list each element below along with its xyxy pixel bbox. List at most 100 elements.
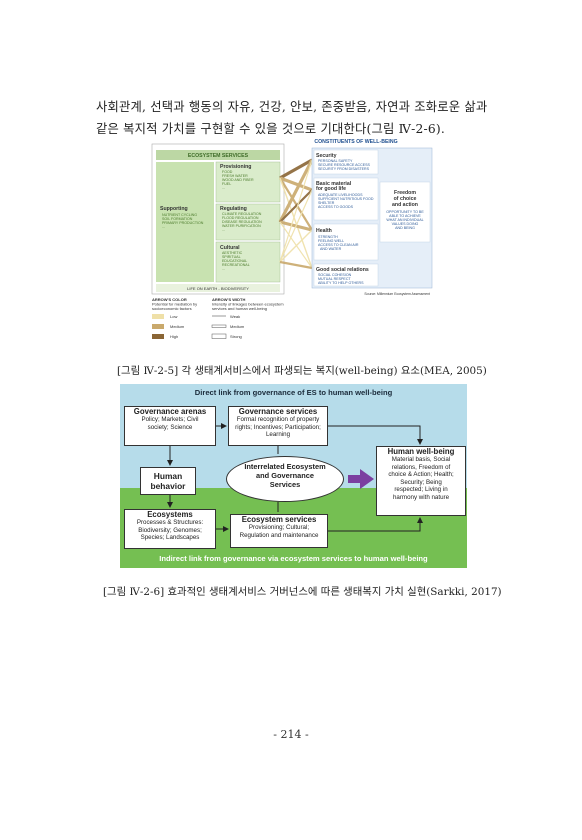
supporting-item: PRIMARY PRODUCTION (162, 221, 204, 225)
provisioning-title: Provisioning (220, 164, 251, 170)
cultural-item: RECREATIONAL (222, 263, 250, 267)
ecosystems-line: Processes & Structures: (136, 519, 204, 526)
security-item: SECURE RESOURCE ACCESS (318, 163, 371, 167)
social-item: MUTUAL RESPECT (318, 277, 351, 281)
basic-material-title: for good life (316, 186, 346, 192)
health-item: FEELING WELL (318, 239, 344, 243)
purple-arrow (348, 469, 374, 489)
cultural-title: Cultural (220, 245, 240, 251)
governance-services-box: Governance services Formal recognition o… (228, 406, 328, 446)
basic-material-item: SHELTER (318, 201, 335, 205)
governance-services-line: rights; Incentives; Participation; (235, 423, 321, 431)
freedom-title: and action (392, 202, 418, 208)
provisioning-item: FUEL (222, 182, 231, 186)
es-title: ECOSYSTEM SERVICES (188, 153, 249, 159)
ecosystem-services-title: Ecosystem services (241, 515, 317, 524)
legend-level: Medium (170, 324, 185, 329)
human-wellbeing-line: Security; Being (400, 478, 442, 486)
freedom-title: of choice (394, 196, 417, 202)
legend-swatch-medium (152, 324, 164, 329)
linkage-arrows (278, 158, 314, 270)
diagram-connectors (167, 423, 423, 532)
indirect-link-band: Indirect link from governance via ecosys… (159, 554, 428, 563)
health-item: STRENGTH (318, 235, 338, 239)
legend-width-strong (211, 333, 227, 339)
governance-services-line: Formal recognition of property (236, 416, 320, 423)
regulating-item: WATER PURIFICATION (222, 224, 261, 228)
ecosystem-services-box: Ecosystem services Provisioning; Cultura… (230, 514, 328, 548)
legend-color-title: ARROW'S COLOR (152, 297, 187, 302)
governance-arenas-box: Governance arenas Policy; Markets; Civil… (124, 406, 216, 446)
ecosystem-services-line: Provisioning; Cultural; (248, 524, 310, 531)
legend-swatch-high (152, 334, 164, 339)
body-paragraph: 사회관계, 선택과 행동의 자유, 건강, 안보, 존중받음, 자연과 조화로운… (96, 100, 488, 136)
social-item: ABILITY TO HELP OTHERS (318, 281, 364, 285)
direct-link-band: Direct link from governance of ES to hum… (194, 388, 393, 397)
regulating-item: CLIMATE REGULATION (222, 212, 262, 216)
figure-governance-diagram: Direct link from governance of ES to hum… (120, 384, 467, 568)
freedom-title: Freedom (394, 190, 416, 196)
life-on-earth: LIFE ON EARTH - BIODIVERSITY (187, 286, 249, 291)
ecosystems-title: Ecosystems (147, 510, 193, 519)
basic-material-item: ACCESS TO GOODS (318, 205, 354, 209)
supporting-title: Supporting (160, 206, 188, 212)
governance-services-title: Governance services (238, 407, 318, 416)
human-wellbeing-line: choice & Action; Health; (388, 471, 454, 479)
figure-caption-1: [그림 Ⅳ-2-5] 각 생태계서비스에서 파생되는 복지(well-being… (117, 365, 487, 377)
social-title: Good social relations (316, 267, 369, 273)
freedom-text: WHAT AN INDIVIDUAL (386, 218, 423, 222)
human-behavior-line: behavior (150, 481, 186, 491)
governance-arenas-line: Policy; Markets; Civil (141, 416, 199, 423)
legend-width-desc: services and human well-being (212, 306, 267, 311)
interrelated-line: Services (269, 480, 301, 489)
cultural-item: EDUCATIONAL (222, 259, 247, 263)
provisioning-item: FOOD (222, 170, 233, 174)
ecosystems-line: Species; Landscapes (140, 534, 200, 542)
interrelated-line: Interrelated Ecosystem (244, 462, 326, 471)
freedom-text: OPPORTUNITY TO BE (386, 210, 424, 214)
provisioning-item: FRESH WATER (222, 174, 248, 178)
legend-color-desc: socioeconomic factors (152, 306, 192, 311)
human-wellbeing-line: relations, Freedom of (391, 463, 451, 471)
ecosystem-services-line: Regulation and maintenance (239, 531, 319, 539)
basic-material-title: Basic material (316, 181, 352, 187)
ecosystems-box: Ecosystems Processes & Structures: Biodi… (124, 509, 216, 549)
basic-material-item: SUFFICIENT NUTRITIOUS FOOD (318, 197, 374, 201)
supporting-item: ... (162, 225, 165, 229)
governance-services-line: Learning (265, 431, 291, 439)
legend-level: Medium (230, 324, 245, 329)
security-item: PERSONAL SAFETY (318, 159, 353, 163)
cultural-item: AESTHETIC (222, 251, 243, 255)
interrelated-services-ellipse: Interrelated Ecosystem and Governance Se… (226, 456, 344, 502)
legend-level: Weak (230, 314, 240, 319)
human-wellbeing-line: Material basis, Social (391, 456, 451, 463)
regulating-group: Regulating CLIMATE REGULATION FLOOD REGU… (220, 206, 262, 232)
human-behavior-line: Human (153, 471, 183, 481)
regulating-item: ... (222, 228, 225, 232)
legend-level: High (170, 334, 178, 339)
governance-arenas-title: Governance arenas (133, 407, 207, 416)
legend: ARROW'S COLOR Potential for mediation by… (152, 297, 284, 339)
legend-level: Low (170, 314, 177, 319)
supporting-item: NUTRIENT CYCLING (162, 213, 197, 217)
regulating-item: DISEASE REGULATION (222, 220, 262, 224)
constituents-title: CONSTITUENTS OF WELL-BEING (314, 139, 397, 145)
legend-width-title: ARROW'S WIDTH (212, 297, 246, 302)
security-title: Security (316, 153, 337, 159)
human-wellbeing-line: harmony with nature (392, 493, 450, 501)
legend-width-medium (211, 324, 227, 328)
legend-swatch-low (152, 314, 164, 319)
regulating-title: Regulating (220, 206, 247, 212)
legend-width-desc: Intensity of linkages between ecosystem (212, 302, 284, 307)
cultural-item: SPIRITUAL (222, 255, 241, 259)
figure-caption-2: [그림 Ⅳ-2-6] 효과적인 생태계서비스 거버넌스에 따른 생태복지 가치 … (103, 586, 502, 598)
page-number: - 214 - (273, 728, 309, 741)
governance-arenas-line: society; Science (147, 423, 193, 431)
human-wellbeing-box: Human well-being Material basis, Social … (376, 446, 466, 516)
health-item: ACCESS TO CLEAN AIR (318, 243, 359, 247)
freedom-text: ABLE TO ACHIEVE (389, 214, 421, 218)
supporting-group: Supporting NUTRIENT CYCLING SOIL FORMATI… (160, 206, 204, 229)
regulating-item: FLOOD REGULATION (222, 216, 259, 220)
provisioning-group: Provisioning FOOD FRESH WATER WOOD AND F… (220, 164, 254, 190)
human-wellbeing-line: respected; Living in (394, 486, 448, 494)
